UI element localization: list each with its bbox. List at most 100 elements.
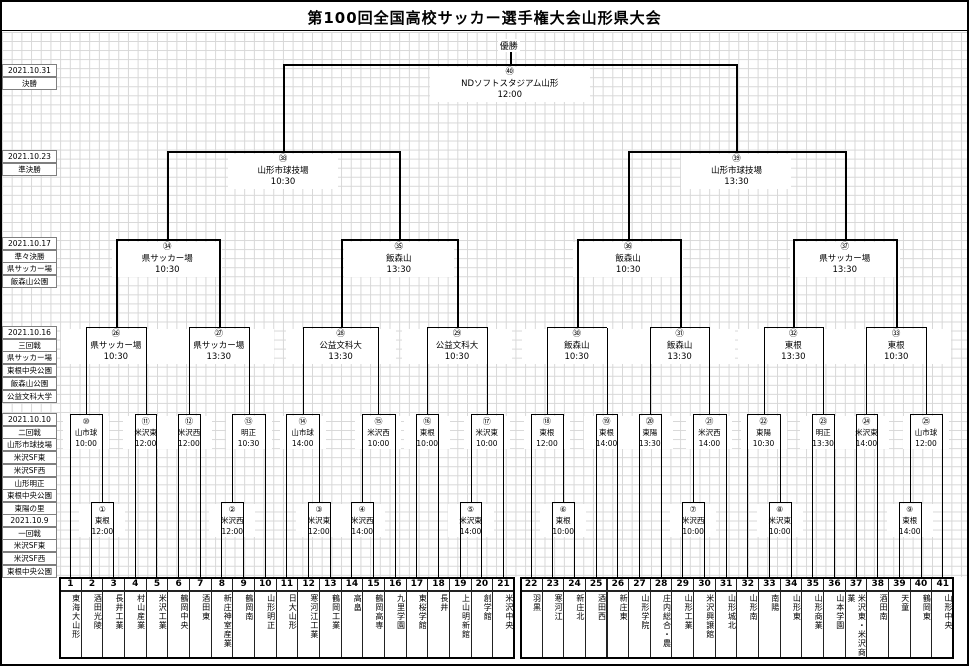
- team-number: 15: [362, 577, 385, 591]
- bracket-leg-match-23: [812, 415, 814, 577]
- match-time: 13:30: [639, 439, 661, 448]
- match-time: 13:30: [386, 265, 412, 275]
- bracket-bar-match-8: [768, 502, 792, 503]
- bracket-leg-match-15: [362, 415, 364, 502]
- bracket-leg-match-39: [628, 153, 631, 239]
- bracket-bar-match-27: [188, 327, 250, 328]
- bracket-bar-match-34: [115, 239, 221, 241]
- team-name: 鶴岡中央: [167, 591, 190, 659]
- match-number: ㉝: [891, 329, 901, 339]
- team-number: 35: [801, 577, 825, 591]
- team-name: 山本学園: [823, 591, 846, 659]
- match-number: ⑳: [645, 417, 654, 426]
- bracket-leg-match-14: [318, 415, 320, 502]
- team-name: 鶴岡工業: [318, 591, 342, 659]
- bracket-leg-match-29: [486, 328, 488, 414]
- bracket-leg-match-21: [725, 415, 727, 577]
- team-name: 新庄北: [563, 591, 586, 659]
- team-name: 山形明正: [253, 591, 277, 659]
- bracket-leg-match-5: [481, 503, 483, 577]
- match-number: ⑧: [776, 505, 784, 514]
- bracket-bar-match-21: [693, 414, 727, 415]
- bracket-leg-match-13: [264, 415, 266, 577]
- bracket-bar-match-15: [362, 414, 396, 415]
- bracket-bar-match-9: [898, 502, 922, 503]
- bracket-leg-match-33: [866, 328, 868, 414]
- title-divider: [2, 30, 967, 31]
- bracket-leg-match-39: [844, 153, 847, 239]
- team-name: 東海大山形: [59, 591, 82, 659]
- team-number: 16: [383, 577, 407, 591]
- match-number: ㉒: [759, 417, 768, 426]
- bracket-bar-match-37: [793, 239, 899, 241]
- bracket-leg-match-36: [576, 241, 579, 327]
- match-number: ⑱: [542, 417, 551, 426]
- team-name: 九里学園: [383, 591, 407, 659]
- match-number: ⑩: [82, 417, 90, 426]
- match-venue: 飯森山: [563, 340, 590, 351]
- champion-connector: [509, 52, 512, 64]
- bracket-bar-match-31: [649, 327, 711, 328]
- bracket-leg-match-40: [283, 66, 286, 151]
- bracket-bar-match-23: [812, 414, 835, 415]
- sidebar-round-label: 一回戦: [2, 526, 57, 540]
- match-time: 10:00: [475, 439, 498, 448]
- match-time: 13:30: [667, 352, 692, 362]
- team-name: 山形中央: [931, 591, 955, 659]
- match-number: ②: [228, 505, 236, 514]
- team-number: 39: [888, 577, 911, 591]
- match-time: 14:00: [698, 439, 721, 448]
- bracket-bar-match-17: [470, 414, 505, 415]
- bracket-leg-match-22: [779, 415, 781, 502]
- bracket-leg-match-17: [470, 415, 472, 502]
- match-number: ㊲: [840, 242, 849, 252]
- bracket-bar-match-40: [283, 64, 739, 66]
- bracket-leg-match-34: [218, 241, 221, 327]
- team-name: 鶴岡東: [909, 591, 933, 659]
- match-venue: 東根: [419, 428, 435, 437]
- bracket-leg-match-28: [378, 328, 380, 414]
- bracket-bar-match-26: [86, 327, 147, 328]
- match-venue: 飯森山: [386, 253, 412, 264]
- team-name: 山形城北: [714, 591, 738, 659]
- match-number: ⑨: [906, 505, 914, 514]
- sidebar-round-label: 2021.10.9: [2, 514, 57, 527]
- match-venue: 公益文科大: [435, 340, 479, 351]
- team-number: 9: [232, 577, 255, 591]
- match-number: ㉖: [111, 329, 121, 339]
- team-number: 26: [606, 577, 630, 591]
- bracket-leg-match-38: [398, 153, 401, 239]
- bracket-bar-match-16: [416, 414, 440, 415]
- team-name: 高畠: [340, 591, 364, 659]
- match-time: 12:00: [536, 439, 558, 448]
- team-number: 24: [563, 577, 586, 591]
- team-number: 30: [693, 577, 716, 591]
- bracket-bar-match-39: [628, 151, 847, 153]
- team-name: 長井: [427, 591, 450, 659]
- bracket-leg-match-8: [790, 503, 792, 577]
- match-venue: 米沢西: [367, 428, 390, 437]
- match-number: ⑥: [559, 505, 567, 514]
- match-time: 10:30: [444, 352, 470, 362]
- bracket-leg-match-33: [925, 328, 927, 414]
- bracket-bar-match-13: [232, 414, 266, 415]
- team-name: 山形南: [736, 591, 760, 659]
- bracket-bar-match-25: [909, 414, 944, 415]
- sidebar-round-label: 県サッカー場: [2, 351, 57, 365]
- sidebar-round-label: 山形明正: [2, 476, 57, 490]
- match-time: 10:30: [103, 352, 129, 362]
- match-number: ㉜: [789, 329, 798, 339]
- bracket-leg-match-32: [763, 328, 765, 414]
- bracket-leg-match-20: [660, 415, 662, 577]
- match-time: 13:30: [812, 439, 834, 448]
